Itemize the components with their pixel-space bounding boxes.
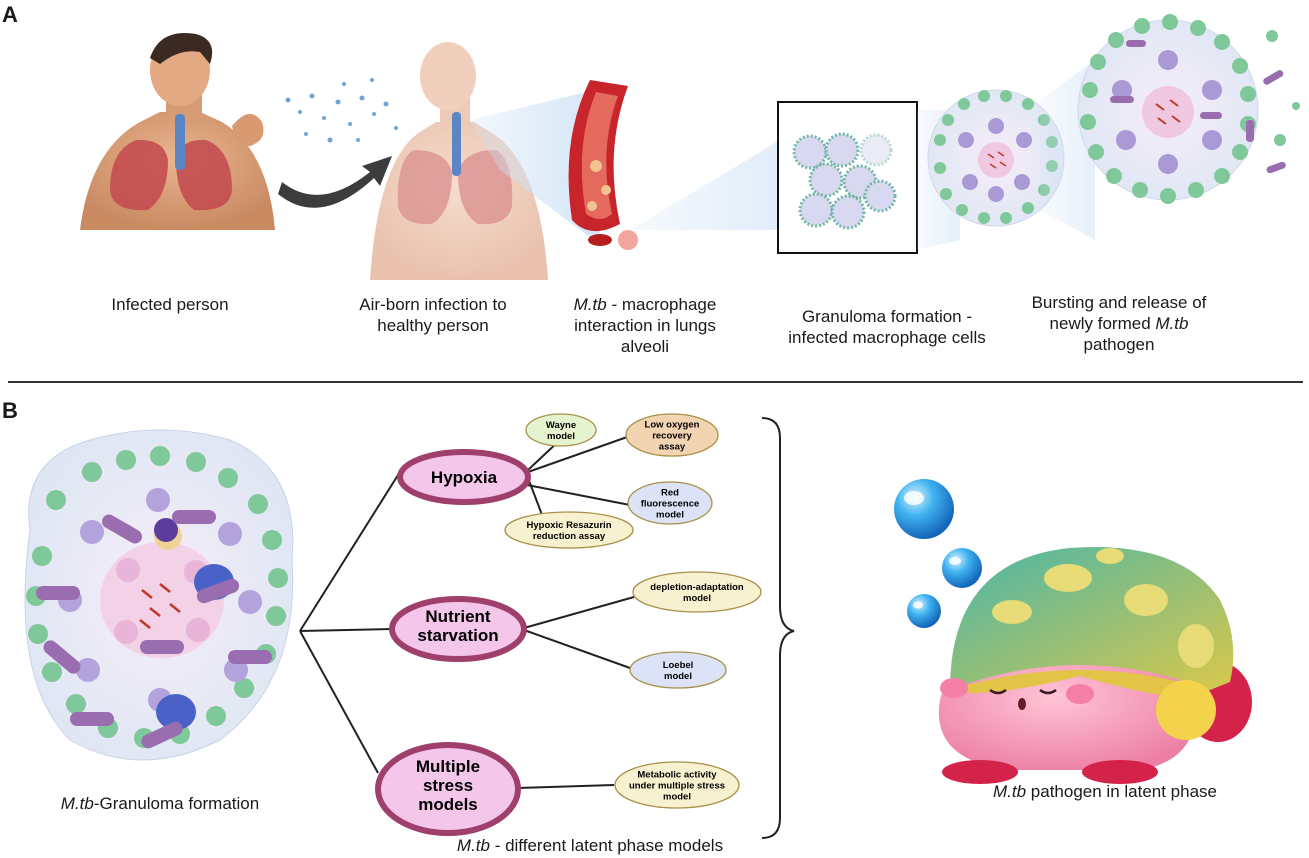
caption-infected-person: Infected person bbox=[111, 295, 229, 314]
sleeping-kirby-illustration bbox=[894, 479, 1252, 784]
panel-b-label: B bbox=[2, 398, 18, 423]
caption-latent-phase: M.tb pathogen in latent phase bbox=[993, 782, 1217, 801]
model-node-shape bbox=[629, 651, 727, 689]
model-node-label-line: Low oxygen bbox=[645, 420, 700, 431]
zoom-beam-2 bbox=[630, 140, 780, 230]
category-label-line: Hypoxia bbox=[431, 468, 498, 487]
bursting-granuloma-illustration bbox=[1077, 14, 1300, 204]
caption-macrophage-interaction: M.tb - macrophage interaction in lungs a… bbox=[573, 295, 717, 356]
model-node-label-line: under multiple stress bbox=[629, 781, 725, 792]
caption-air-born-infection: Air-born infection to healthy person bbox=[359, 295, 507, 335]
small-granulomas-icon bbox=[792, 132, 897, 230]
transmission-arrow-icon bbox=[278, 156, 392, 208]
caption-granuloma-b: M.tb-Granuloma formation bbox=[60, 794, 260, 813]
category-label-line: stress bbox=[423, 776, 473, 795]
model-node-shape bbox=[632, 571, 762, 613]
category-label-line: starvation bbox=[417, 626, 498, 645]
model-node-label-line: model bbox=[663, 792, 691, 803]
model-node-label-line: model bbox=[683, 593, 711, 604]
caption-bursting-release: Bursting and release of newly formed M.t… bbox=[1031, 293, 1207, 354]
right-brace bbox=[761, 417, 795, 839]
model-node-label-line: recovery bbox=[652, 431, 692, 442]
caption-latent-models: M.tb - different latent phase models bbox=[456, 836, 724, 855]
panel-divider bbox=[8, 381, 1303, 383]
model-node-label-line: model bbox=[547, 431, 575, 442]
model-node-shape bbox=[504, 511, 634, 549]
model-node-label-line: Metabolic activity bbox=[637, 770, 717, 781]
model-node-label-line: Loebel bbox=[663, 660, 694, 671]
model-node-label-line: model bbox=[664, 671, 692, 682]
model-node-shape bbox=[625, 413, 719, 457]
panel-a-label: A bbox=[2, 2, 18, 27]
model-node-shape bbox=[525, 413, 597, 447]
model-node-label-line: fluorescence bbox=[641, 499, 700, 510]
category-label-line: models bbox=[418, 795, 478, 814]
model-node-label-line: reduction assay bbox=[533, 531, 606, 542]
zoom-beam-1 bbox=[470, 90, 600, 245]
granuloma-illustration-large bbox=[24, 429, 294, 761]
model-node-shape bbox=[614, 761, 740, 809]
model-node-label-line: Hypoxic Resazurin bbox=[527, 520, 612, 531]
model-node-label-line: depletion-adaptation bbox=[650, 582, 744, 593]
tree-connectors bbox=[299, 435, 635, 789]
category-label-line: Nutrient bbox=[425, 607, 491, 626]
blood-vessel-illustration bbox=[568, 80, 638, 250]
category-label-hypoxia: Hypoxia bbox=[431, 468, 498, 487]
model-node-label-line: Red bbox=[661, 488, 679, 499]
model-node-shape bbox=[627, 481, 713, 525]
droplets-icon bbox=[285, 78, 398, 143]
model-node-label-line: model bbox=[656, 510, 684, 521]
model-node-label-line: assay bbox=[659, 442, 686, 453]
infected-person-illustration bbox=[80, 33, 275, 230]
category-node-hypoxia: Hypoxia bbox=[397, 449, 531, 505]
caption-granuloma-formation: Granuloma formation - infected macrophag… bbox=[788, 307, 986, 347]
category-label-line: Multiple bbox=[416, 757, 480, 776]
model-node-label-line: Wayne bbox=[546, 420, 576, 431]
